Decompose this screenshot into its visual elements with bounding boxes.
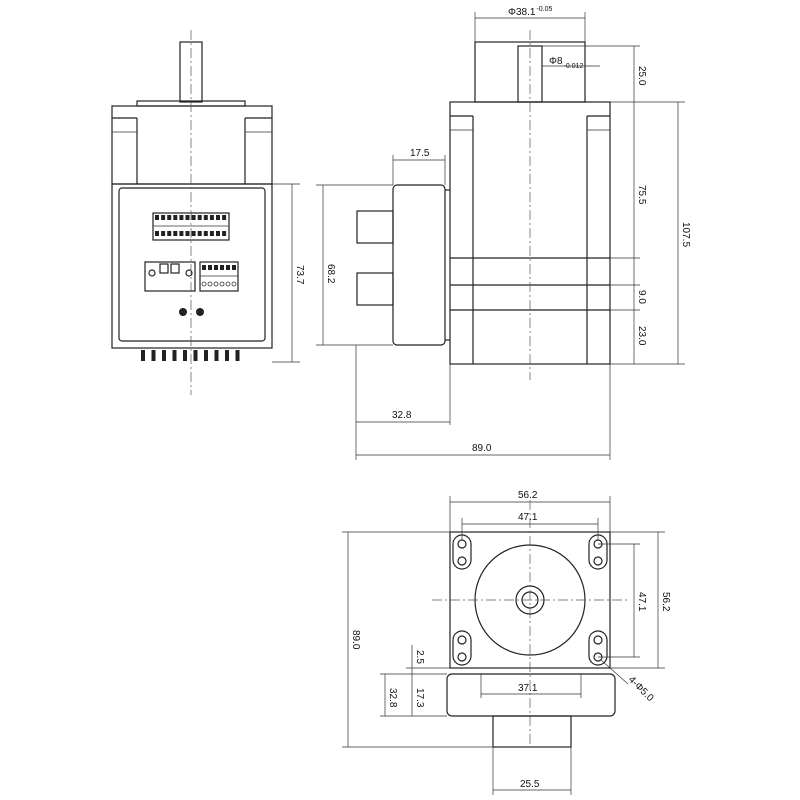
mount-hole-br bbox=[588, 630, 608, 666]
terminal-pin bbox=[197, 231, 202, 236]
dim-flange-width: 56.2 bbox=[518, 490, 538, 501]
bottom-pin bbox=[214, 350, 219, 361]
terminal-pin bbox=[203, 231, 208, 236]
dim-flange-height: 56.2 bbox=[660, 592, 671, 612]
terminal-block-top bbox=[152, 212, 230, 241]
terminal-screw bbox=[201, 281, 207, 287]
dim-hole-pitch-y: 47.1 bbox=[636, 592, 647, 612]
terminal-pin bbox=[216, 215, 220, 220]
dim-hole-pitch-x: 47.1 bbox=[518, 512, 538, 523]
terminal-pin bbox=[216, 231, 220, 236]
terminal-pin bbox=[179, 231, 184, 236]
dim-inner: 17.3 bbox=[414, 688, 425, 708]
terminal-pin bbox=[214, 265, 218, 270]
bottom-pin bbox=[193, 350, 198, 361]
dim-step: 2.5 bbox=[414, 650, 425, 664]
hole-callout: 4-Φ5.0 bbox=[626, 674, 656, 704]
terminal-screw bbox=[231, 281, 237, 287]
terminal-screw bbox=[219, 281, 225, 287]
dim-driver-thickness: 17.5 bbox=[410, 148, 430, 159]
dim-connector-width: 25.5 bbox=[520, 779, 540, 790]
dim-overall-height: 89.0 bbox=[350, 630, 361, 650]
terminal-pin bbox=[185, 231, 190, 236]
terminal-screw bbox=[207, 281, 213, 287]
terminal-pin bbox=[222, 231, 227, 236]
mount-hole-bl bbox=[452, 630, 472, 666]
terminal-pin bbox=[191, 231, 196, 236]
bottom-pin bbox=[172, 350, 177, 361]
terminal-pin bbox=[155, 215, 159, 220]
terminal-screw bbox=[213, 281, 219, 287]
led-1 bbox=[179, 308, 187, 316]
front-driver-panel bbox=[118, 187, 266, 342]
terminal-pin bbox=[173, 215, 178, 220]
terminal-pin bbox=[161, 231, 166, 236]
terminal-pin bbox=[185, 215, 190, 220]
terminal-pin bbox=[209, 231, 214, 236]
dim-overall-width: 89.0 bbox=[472, 443, 492, 454]
terminal-pin bbox=[173, 231, 178, 236]
dim-shaft-length: 25.0 bbox=[636, 66, 647, 86]
mount-hole-tr bbox=[588, 534, 608, 570]
flange-connector bbox=[492, 715, 572, 748]
terminal-pin bbox=[191, 215, 196, 220]
bottom-pin bbox=[141, 350, 145, 361]
bottom-pin bbox=[204, 350, 208, 361]
terminal-pin bbox=[203, 215, 208, 220]
terminal-pin bbox=[197, 215, 202, 220]
terminal-block-small bbox=[199, 261, 239, 292]
bottom-pin bbox=[183, 350, 187, 361]
dim-front-height-label: 73.7 bbox=[294, 265, 305, 285]
dim-gap: 9.0 bbox=[636, 290, 647, 304]
flange-view: 56.2 47.1 47.1 56.2 4-Φ5.0 37.1 25.5 89.… bbox=[342, 490, 671, 795]
terminal-pin bbox=[226, 265, 230, 270]
dim-total-length: 107.5 bbox=[680, 222, 691, 247]
front-view: 73.7 bbox=[111, 30, 305, 395]
bottom-pin bbox=[162, 350, 166, 361]
terminal-screw bbox=[225, 281, 231, 287]
power-connector bbox=[144, 261, 196, 292]
led-2 bbox=[196, 308, 204, 316]
side-connector-1 bbox=[356, 210, 394, 244]
terminal-pin bbox=[232, 265, 236, 270]
terminal-pin bbox=[222, 215, 227, 220]
terminal-pin bbox=[167, 231, 172, 236]
dim-driver-depth: 32.8 bbox=[387, 688, 398, 708]
dim-body-length: 75.5 bbox=[636, 185, 647, 205]
terminal-pin bbox=[208, 265, 212, 270]
terminal-pin bbox=[161, 215, 166, 220]
dim-driver-offset: 32.8 bbox=[392, 410, 412, 421]
terminal-pin bbox=[167, 215, 172, 220]
side-view: 68.2 17.5 32.8 89.0 Φ38.1-0.05 Φ8-0.012 … bbox=[316, 6, 691, 460]
terminal-pin bbox=[179, 215, 184, 220]
terminal-pin bbox=[155, 231, 159, 236]
side-connector-2 bbox=[356, 272, 394, 306]
terminal-pin bbox=[209, 215, 214, 220]
terminal-pin bbox=[202, 265, 206, 270]
mount-hole-tl bbox=[452, 534, 472, 570]
dim-driver-width: 37.1 bbox=[518, 683, 538, 694]
bottom-pin bbox=[235, 350, 240, 361]
dim-front-height: 73.7 bbox=[272, 183, 305, 363]
flange-driver bbox=[446, 673, 616, 717]
front-driver-box bbox=[111, 183, 273, 349]
terminal-pin bbox=[220, 265, 224, 270]
bottom-connector-pins bbox=[141, 350, 240, 361]
bottom-pin bbox=[225, 350, 229, 361]
dim-driver-height: 68.2 bbox=[325, 264, 336, 284]
side-driver bbox=[392, 184, 446, 346]
dim-shaft-diameter: Φ8-0.012 bbox=[549, 56, 584, 70]
dim-pilot-diameter: Φ38.1-0.05 bbox=[508, 6, 553, 18]
bottom-pin bbox=[151, 350, 156, 361]
dim-lower: 23.0 bbox=[636, 326, 647, 346]
